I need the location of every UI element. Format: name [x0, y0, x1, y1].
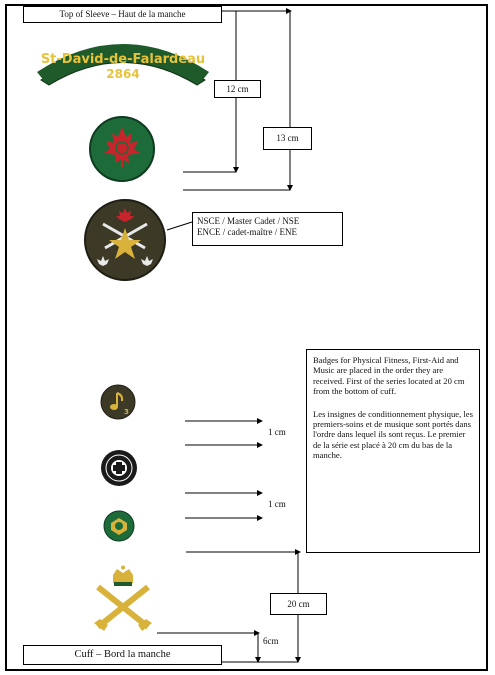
top-of-sleeve-label: Top of Sleeve – Haut de la manche: [23, 6, 222, 23]
unit-tab-number: 2864: [106, 67, 139, 81]
first-aid-badge: [100, 449, 138, 487]
distance-20cm-label: 20 cm: [270, 593, 327, 615]
rank-badge: [83, 198, 167, 282]
distance-1cm-upper-label: 1 cm: [268, 427, 286, 437]
rank-note: NSCE / Master Cadet / NSE ENCE / cadet-m…: [192, 212, 343, 246]
unit-tab-badge: St-David-de-Falardeau 2864: [37, 36, 209, 86]
distance-6cm-label: 6cm: [263, 636, 279, 646]
cuff-label: Cuff – Bord la manche: [23, 645, 222, 665]
badge-order-note: Badges for Physical Fitness, First-Aid a…: [306, 349, 480, 553]
distance-13cm-label: 13 cm: [263, 127, 312, 150]
distance-1cm-lower-label: 1 cm: [268, 499, 286, 509]
maple-leaf-badge: [88, 115, 156, 183]
page-frame: [5, 4, 488, 671]
marksman-badge: [92, 565, 154, 631]
unit-tab-name: St-David-de-Falardeau: [41, 52, 205, 67]
physical-fitness-badge: [103, 510, 135, 542]
distance-12cm-label: 12 cm: [214, 80, 261, 98]
svg-text:3: 3: [124, 408, 129, 416]
music-badge: 3: [100, 384, 136, 420]
